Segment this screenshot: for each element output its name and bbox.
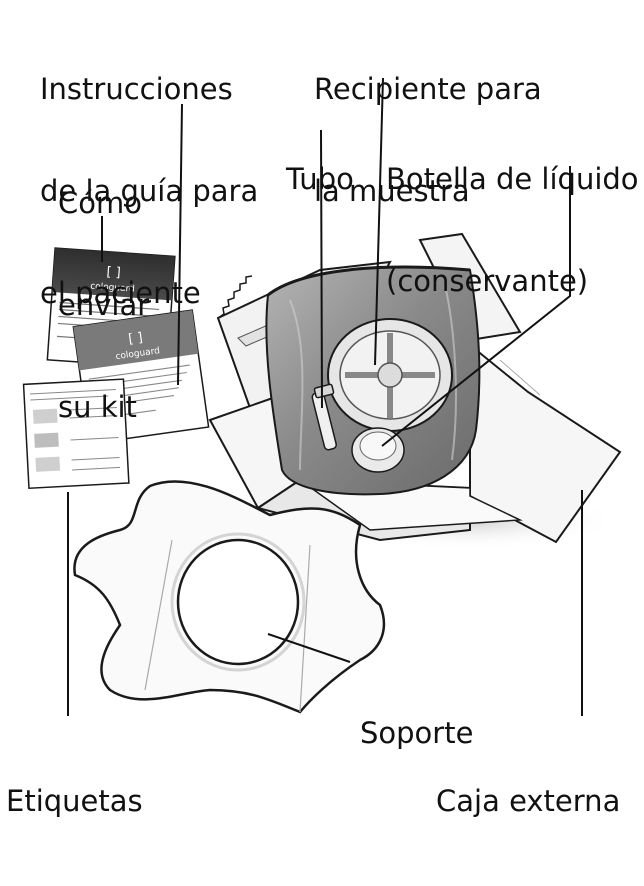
svg-text:[ ]: [ ] [106,265,121,281]
leader-botella [381,166,571,447]
label-instrucciones-line-3: el paciente [40,276,201,310]
label-recipiente: Recipiente para la muestra [314,4,542,276]
sample-container [327,318,453,432]
label-soporte: Soporte [360,648,473,818]
liquid-bottle [351,427,405,473]
label-tubo: Tubo [286,94,354,264]
label-como-enviar-line-3: su kit [58,390,137,424]
label-como-enviar-line-1: Cómo [58,186,142,220]
leaflet-labels [22,378,130,490]
label-etiquetas: Etiquetas [6,716,143,886]
label-instrucciones-line-2: de la guía para [40,174,259,208]
label-recipiente-line-2: la muestra [314,174,470,208]
label-caja: Caja externa [436,716,620,886]
tube [311,383,337,451]
leader-recipiente [374,77,384,366]
label-caja-text: Caja externa [436,784,621,818]
label-tubo-text: Tubo [286,162,354,196]
leader-tubo [320,129,323,409]
label-recipiente-line-1: Recipiente para [314,72,542,106]
illustration: [ ] cologuard [ ] cologuard [22,77,622,716]
kit-diagram: [ ] cologuard [ ] cologuard [6,4,639,818]
label-soporte-text: Soporte [360,716,474,750]
svg-text:[ ]: [ ] [128,330,144,347]
label-botella-line-1: Botella de líquido [386,162,639,196]
label-como-enviar: Cómo enviar su kit [58,118,149,492]
label-instrucciones: Instrucciones de la guía para el pacient… [40,4,258,378]
label-instrucciones-line-1: Instrucciones [40,72,233,106]
label-botella: Botella de líquido (conservante) [386,94,639,366]
leader-soporte [267,633,351,663]
svg-text:cologuard: cologuard [90,282,135,295]
leader-instrucciones [177,103,183,386]
label-botella-line-2: (conservante) [386,264,589,298]
label-como-enviar-line-2: enviar [58,288,150,322]
support-tray [73,480,386,714]
leader-lines [67,77,583,716]
label-etiquetas-text: Etiquetas [6,784,143,818]
